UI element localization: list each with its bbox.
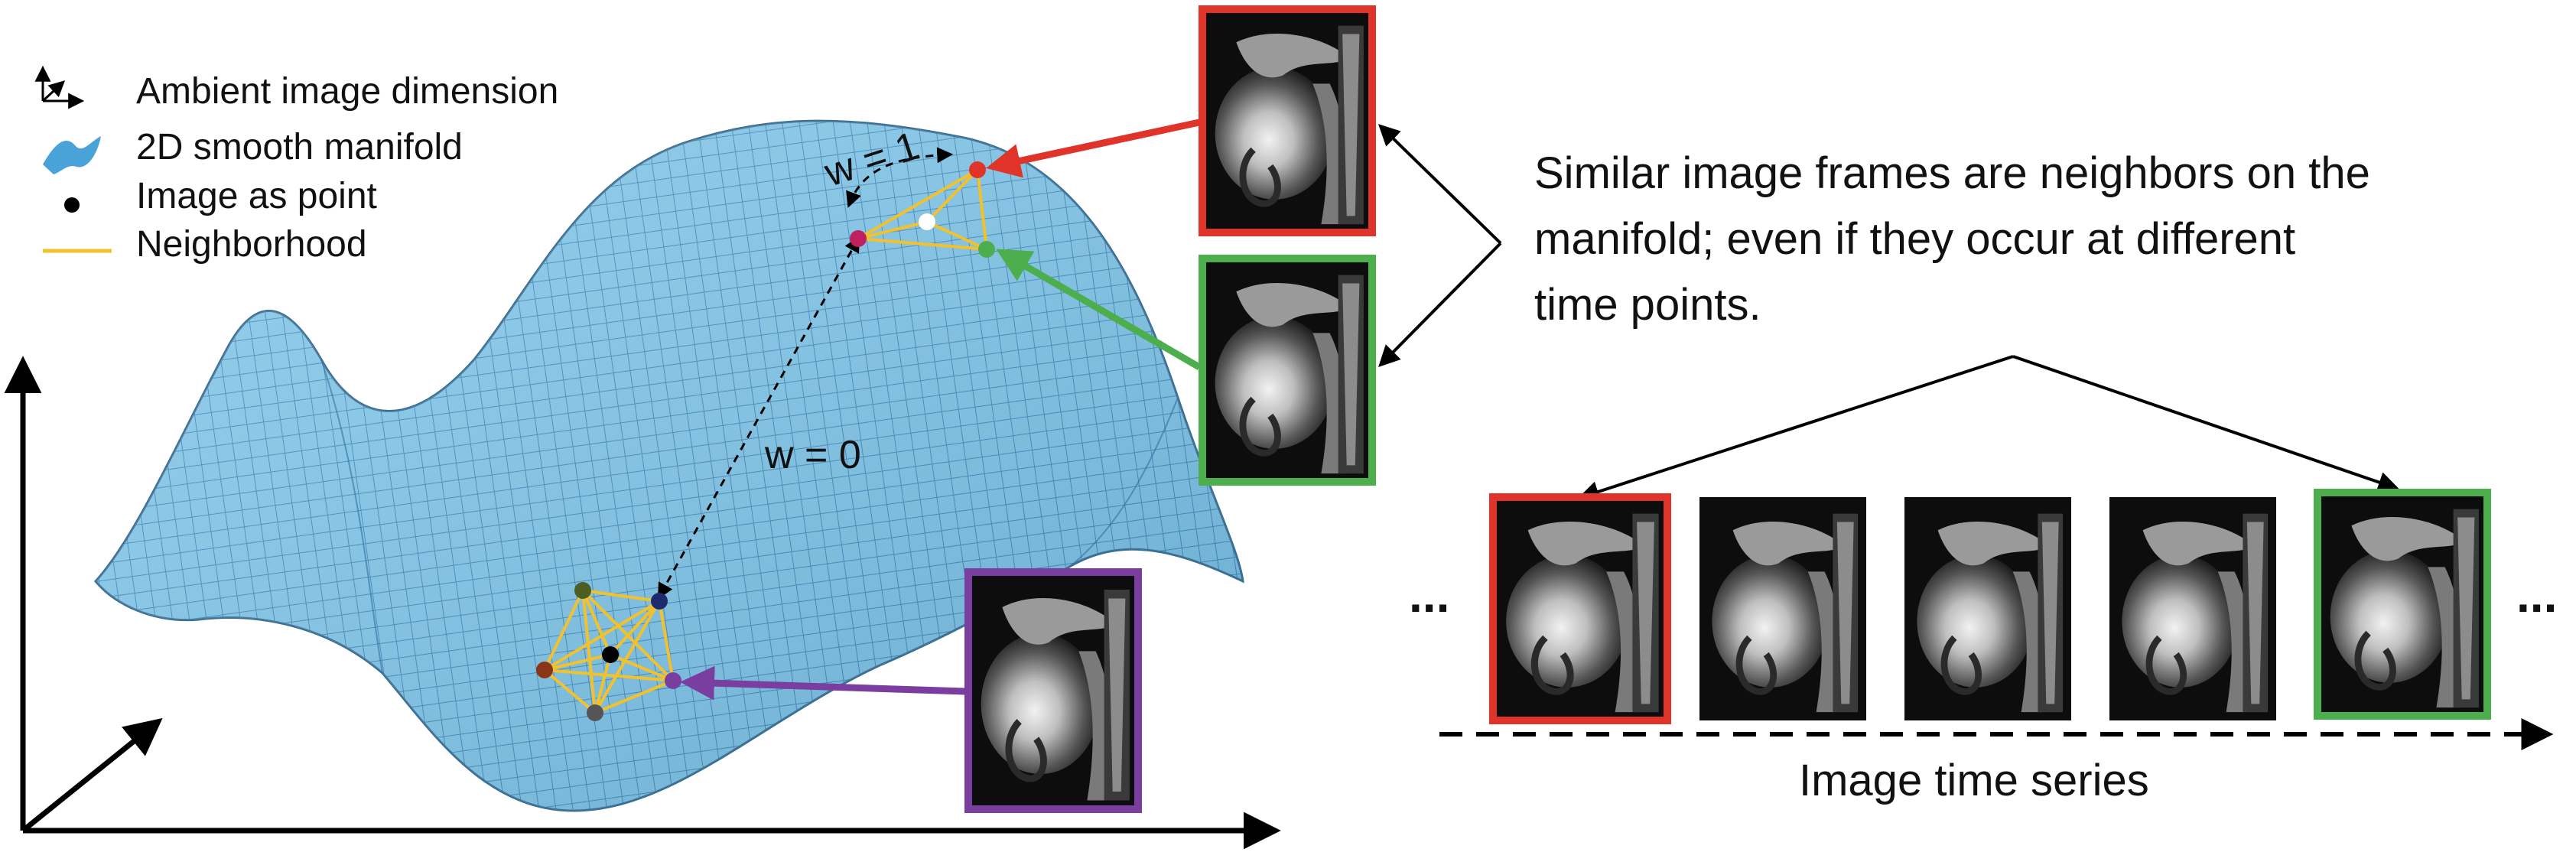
series-frame-1	[1489, 493, 1671, 724]
point-red	[969, 161, 986, 178]
annotation-line-1: Similar image frames are neighbors on th…	[1534, 148, 2370, 198]
lower-neighborhood	[536, 582, 681, 721]
point-olive	[574, 582, 591, 599]
edge-w1	[846, 147, 954, 208]
similarity-bracket	[1377, 124, 1502, 367]
arrow-red	[986, 119, 1200, 178]
point-gray	[587, 704, 603, 721]
ellipsis-left: ...	[1409, 567, 1449, 623]
series-frame-2	[1699, 497, 1866, 720]
point-rust	[536, 662, 553, 678]
point-icon	[64, 197, 80, 213]
mri-frame-green	[1199, 255, 1376, 486]
annotation-line-3: time points.	[1534, 280, 1761, 330]
time-series: ... ... Image time series	[1409, 489, 2557, 805]
annotation-line-2: manifold; even if they occur at differen…	[1534, 214, 2295, 264]
time-series-label: Image time series	[1799, 756, 2149, 805]
manifold-icon	[43, 136, 101, 174]
annotation: Similar image frames are neighbors on th…	[1534, 148, 2370, 330]
axes-icon	[34, 65, 85, 109]
time-series-caret	[1577, 355, 2400, 502]
series-frame-4	[2109, 497, 2276, 720]
legend: Ambient image dimension 2D smooth manifo…	[34, 65, 558, 265]
point-magenta	[850, 230, 867, 247]
ellipsis-right: ...	[2516, 567, 2557, 623]
legend-label-point: Image as point	[136, 176, 377, 216]
ambient-axes	[4, 356, 1281, 850]
series-frame-3	[1904, 497, 2071, 720]
legend-label-neighborhood: Neighborhood	[136, 224, 367, 265]
mri-frame-red	[1199, 5, 1376, 236]
edge-weight-far: w = 0	[764, 433, 861, 477]
arrow-green	[996, 249, 1202, 370]
point-white	[919, 213, 935, 230]
arrow-purple	[680, 665, 966, 701]
legend-label-manifold: 2D smooth manifold	[136, 127, 463, 167]
point-black	[602, 646, 619, 663]
upper-neighborhood: w = 1	[818, 123, 995, 258]
point-green	[978, 241, 995, 258]
legend-label-ambient: Ambient image dimension	[136, 71, 558, 112]
series-frame-5	[2314, 489, 2491, 720]
point-navy	[651, 593, 668, 610]
point-purple	[665, 672, 681, 689]
mri-frame-purple	[964, 568, 1142, 813]
